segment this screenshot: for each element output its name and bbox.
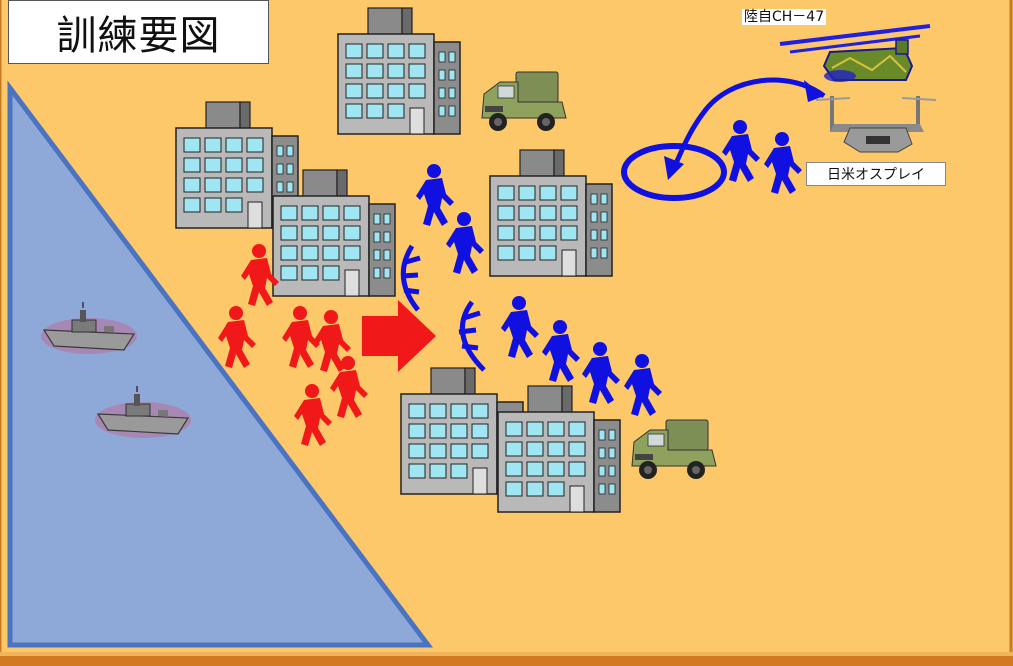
ch47-label: 陸自CH－47 [742, 9, 826, 25]
page-title: 訓練要図 [8, 0, 269, 64]
osprey-label: 日米オスプレイ [806, 162, 946, 186]
